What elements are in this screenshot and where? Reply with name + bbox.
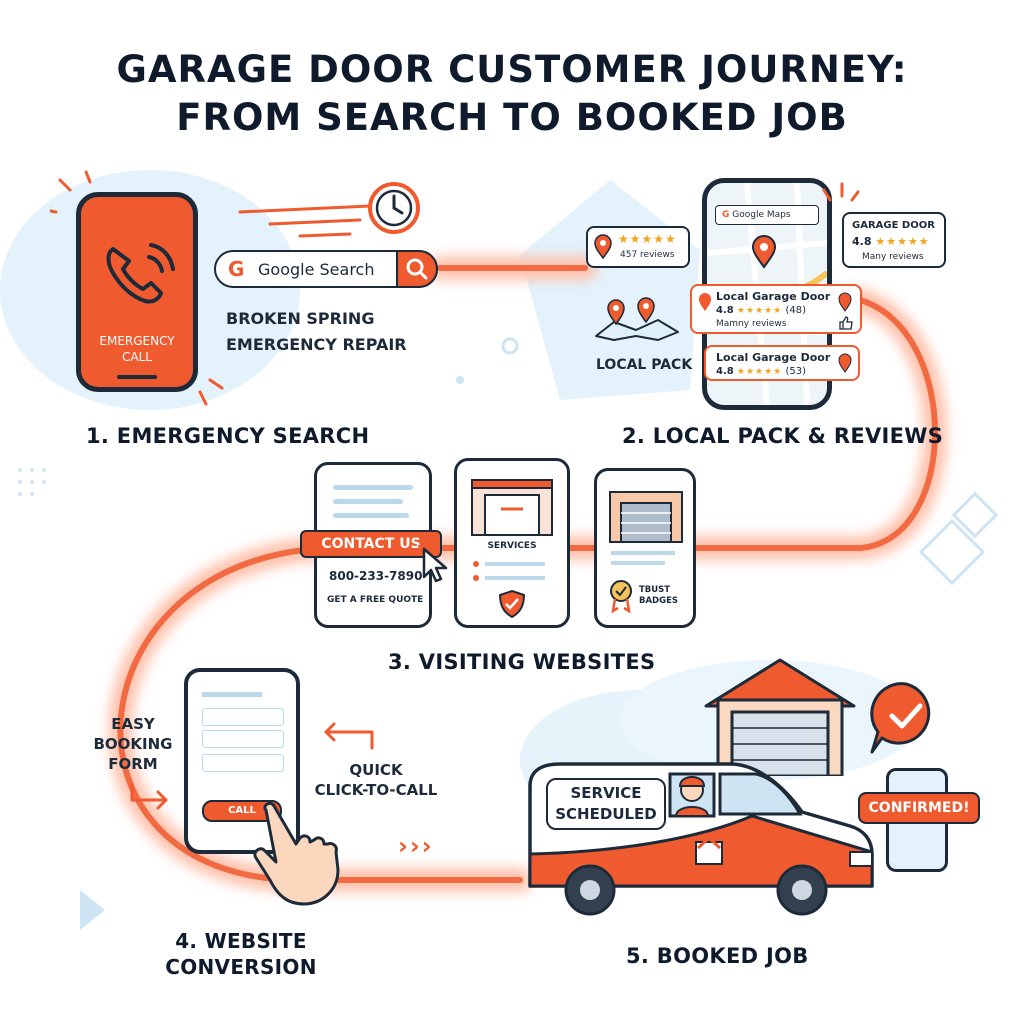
sparkle-rays (822, 182, 860, 202)
step-5-label: 5. BOOKED JOB (626, 944, 809, 968)
form-field-2[interactable] (202, 730, 284, 748)
listing-1-rating: 4.8 (716, 305, 734, 316)
easy-line-1: EASY (111, 715, 155, 733)
garage-door-bubble: GARAGE DOOR 4.8 ★★★★★ Many reviews (842, 212, 946, 268)
garage-door-photo (609, 491, 683, 543)
checkmark-bubble-icon (870, 682, 931, 754)
reviews-card: ★★★★★ 457 reviews (586, 226, 690, 268)
bubble-rating: 4.8 (852, 235, 872, 248)
listing-1-pin-right (838, 292, 852, 312)
clock-icon (368, 182, 420, 234)
listing-2-stars: ★★★★★ (736, 367, 783, 377)
quick-line-2: CLICK-TO-CALL (314, 781, 438, 799)
search-button[interactable] (396, 250, 438, 288)
step-2-label: 2. LOCAL PACK & REVIEWS (622, 424, 944, 448)
step-1-label: 1. EMERGENCY SEARCH (86, 424, 370, 448)
listing-2-rating: 4.8 (716, 366, 734, 377)
cursor-icon (418, 545, 448, 583)
trust-line-2: BADGES (639, 596, 679, 606)
free-quote-link[interactable]: GET A FREE QUOTE (327, 595, 424, 605)
title-line-2: FROM SEARCH TO BOOKED JOB (176, 96, 848, 139)
bubble-title: GARAGE DOOR (852, 220, 935, 231)
page-title: GARAGE DOOR CUSTOMER JOURNEY: FROM SEARC… (0, 46, 1024, 142)
van-sign-line-2: SCHEDULED (555, 805, 657, 823)
phone-emergency-text: EMERGENCY (99, 334, 175, 348)
review-stars: ★★★★★ (618, 232, 677, 246)
local-pack-label: LOCAL PACK (596, 357, 693, 373)
listing-2-name: Local Garage Door (716, 351, 831, 364)
maps-g-icon: G (722, 210, 730, 220)
phone-call-icon (106, 243, 175, 304)
review-count: 457 reviews (620, 250, 675, 260)
map-pin-icon (751, 235, 777, 269)
services-label: SERVICES (487, 541, 537, 551)
listing-card-2[interactable]: Local Garage Door 4.8 ★★★★★ (53) (704, 345, 860, 381)
listing-2-pin-icon (838, 353, 852, 373)
trust-badge-icon (610, 580, 632, 613)
query-line-1: BROKEN SPRING (226, 309, 375, 328)
step-3-label: 3. VISITING WEBSITES (388, 650, 656, 674)
listing-1-note: Mamny reviews (716, 319, 787, 329)
easy-line-2: BOOKING (93, 735, 173, 753)
title-line-1: GARAGE DOOR CUSTOMER JOURNEY: (116, 48, 908, 91)
bubble-reviews: Many reviews (862, 252, 924, 262)
alert-rays-icon (50, 170, 224, 406)
step-4-label: 4. WEBSITE (175, 929, 307, 953)
bubble-stars: ★★★★★ (875, 235, 930, 248)
listing-2-count: (53) (785, 366, 806, 377)
quick-line-1: QUICK (349, 761, 403, 779)
google-search-bar[interactable]: G Google Search (214, 250, 438, 288)
easy-line-3: FORM (108, 755, 158, 773)
step-4-label-2: CONVERSION (165, 955, 317, 979)
arrow-left-icon (324, 722, 374, 750)
form-field-1[interactable] (202, 708, 284, 726)
listing-1-count: (48) (785, 305, 806, 316)
search-icon (406, 258, 428, 280)
confirmed-badge: CONFIRMED! (858, 792, 980, 824)
chevron-arrows: ››› (398, 832, 434, 860)
pointing-hand-icon (253, 802, 340, 906)
call-button[interactable]: CALL (202, 800, 282, 822)
review-pin-icon (594, 234, 612, 260)
listing-card-1[interactable]: Local Garage Door 4.8 ★★★★★ (48) Mamny r… (690, 284, 862, 334)
listing-1-name: Local Garage Door (716, 290, 831, 303)
maps-search-box[interactable]: G Google Maps (715, 205, 819, 225)
van-sign: SERVICE SCHEDULED (546, 778, 666, 830)
contact-us-button[interactable]: CONTACT US (300, 530, 442, 558)
arrow-right-icon (130, 782, 168, 810)
phone-call-text: CALL (122, 350, 152, 364)
website-phone-2: SERVICES (454, 458, 570, 628)
emergency-phone: EMERGENCY CALL (76, 192, 198, 392)
phone-number[interactable]: 800-233-7890 (329, 569, 423, 583)
shield-icon (498, 589, 526, 619)
thumbs-up-icon (839, 316, 853, 330)
garage-door-image (471, 479, 553, 536)
decor-circles (456, 337, 519, 384)
query-line-2: EMERGENCY REPAIR (226, 335, 407, 354)
google-g-icon: G (228, 257, 245, 281)
listing-1-stars: ★★★★★ (736, 306, 783, 316)
maps-label: Google Maps (732, 210, 791, 220)
form-field-3[interactable] (202, 754, 284, 772)
speed-lines (238, 204, 372, 238)
van-sign-line-1: SERVICE (570, 784, 642, 802)
service-van-icon (528, 762, 874, 916)
local-pack-icon (595, 297, 679, 341)
search-bar-label: Google Search (258, 260, 375, 279)
website-phone-3: TBUST BADGES (594, 468, 696, 628)
listing-pin-icon (699, 293, 711, 311)
trust-line-1: TBUST (639, 585, 671, 595)
